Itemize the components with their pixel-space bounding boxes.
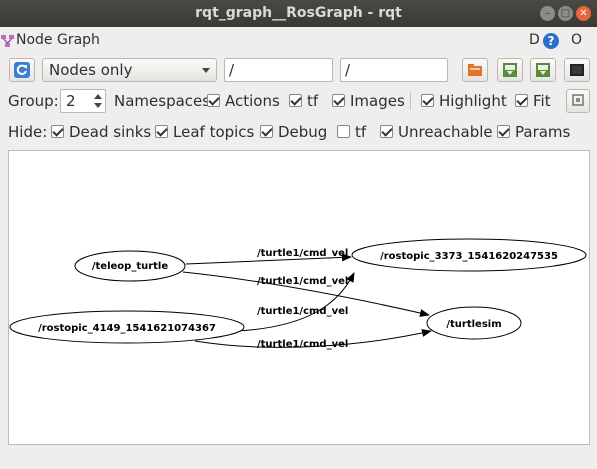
images-label: Images (350, 92, 405, 110)
edge-label: /turtle1/cmd_vel (257, 248, 348, 259)
debug-checkbox[interactable] (260, 125, 273, 138)
minimize-button[interactable]: – (540, 6, 555, 21)
params-checkbox[interactable] (497, 125, 510, 138)
help-icon[interactable]: ? (543, 33, 559, 49)
group-label: Group: (8, 92, 59, 110)
hide-tf-label: tf (355, 123, 367, 141)
save-image-button[interactable] (564, 58, 590, 82)
node-label: /rostopic_3373_1541620247535 (380, 251, 558, 262)
edge-label: /turtle1/cmd_vel (257, 306, 348, 317)
dead-sinks-checkbox[interactable] (51, 125, 64, 138)
graph-canvas[interactable]: /turtle1/cmd_vel /turtle1/cmd_vel /turtl… (8, 150, 590, 445)
node-label: /teleop_turtle (92, 261, 168, 272)
graph-edge[interactable] (182, 271, 430, 317)
graph-node[interactable]: /rostopic_4149_1541621074367 (9, 310, 245, 344)
graph-type-select[interactable]: Nodes only (42, 58, 217, 82)
edge-label: /turtle1/cmd_vel (257, 276, 348, 287)
group-spinbox[interactable]: 2 (60, 89, 106, 113)
tf-label: tf (307, 92, 319, 110)
highlight-checkbox[interactable] (421, 94, 434, 107)
graph-edge[interactable] (194, 329, 432, 348)
group-value: 2 (66, 92, 76, 110)
divider (410, 92, 411, 110)
refresh-icon (14, 62, 30, 78)
hide-tf-checkbox[interactable] (337, 125, 350, 138)
fit-view-icon (572, 94, 584, 106)
options-o-button[interactable]: O (571, 32, 583, 48)
graph-node[interactable]: /teleop_turtle (74, 250, 186, 282)
spin-up-icon[interactable] (94, 94, 102, 99)
graph-type-value: Nodes only (49, 61, 133, 79)
save-dot-button[interactable] (497, 58, 523, 82)
fit-label: Fit (533, 92, 551, 110)
window-titlebar: rqt_graph__RosGraph - rqt – □ ✕ (0, 0, 597, 27)
spin-down-icon[interactable] (94, 103, 102, 108)
graph-node[interactable]: /rostopic_3373_1541620247535 (351, 238, 587, 272)
actions-label: Actions (225, 92, 280, 110)
edge-label: /turtle1/cmd_vel (257, 339, 348, 350)
graph-edge[interactable] (185, 253, 352, 265)
plugin-header: Node Graph D ? O (0, 28, 597, 54)
node-label: /rostopic_4149_1541621074367 (38, 323, 216, 334)
folder-open-icon (468, 64, 482, 76)
toolbar: Nodes only / / (0, 57, 597, 83)
highlight-label: Highlight (439, 92, 507, 110)
namespaces-label: Namespaces (114, 92, 211, 110)
debug-label: Debug (278, 123, 328, 141)
save-dot-icon (503, 63, 517, 77)
leaf-topics-checkbox[interactable] (155, 125, 168, 138)
node-graph-icon (1, 35, 14, 47)
node-filter-input[interactable]: / (224, 58, 333, 82)
plugin-title: Node Graph (16, 32, 100, 48)
chevron-down-icon (202, 68, 210, 73)
unreachable-label: Unreachable (398, 123, 493, 141)
refresh-button[interactable] (9, 58, 35, 82)
close-button[interactable]: ✕ (576, 6, 591, 21)
topic-filter-input[interactable]: / (340, 58, 448, 82)
tf-checkbox[interactable] (332, 94, 345, 107)
params-label: Params (515, 123, 571, 141)
hide-row: Hide: Dead sinks Leaf topics Debug tf Un… (0, 120, 597, 144)
graph-node[interactable]: /turtlesim (426, 306, 522, 340)
namespaces-checkbox[interactable] (207, 94, 220, 107)
dock-d-button[interactable]: D (529, 32, 540, 48)
node-label: /turtlesim (446, 319, 501, 330)
save-svg-icon (536, 63, 550, 77)
fit-in-view-button[interactable] (566, 89, 590, 113)
leaf-topics-label: Leaf topics (173, 123, 255, 141)
dead-sinks-label: Dead sinks (69, 123, 152, 141)
screenshot-icon (570, 64, 584, 76)
graph-edge[interactable] (236, 272, 355, 332)
load-dot-button[interactable] (462, 58, 488, 82)
options-row: Group: 2 Namespaces Actions tf Images Hi… (0, 89, 597, 113)
hide-label: Hide: (8, 123, 48, 141)
actions-checkbox[interactable] (289, 94, 302, 107)
unreachable-checkbox[interactable] (380, 125, 393, 138)
maximize-button[interactable]: □ (558, 6, 573, 21)
window-title: rqt_graph__RosGraph - rqt (195, 5, 402, 21)
fit-checkbox[interactable] (515, 94, 528, 107)
save-svg-button[interactable] (530, 58, 556, 82)
